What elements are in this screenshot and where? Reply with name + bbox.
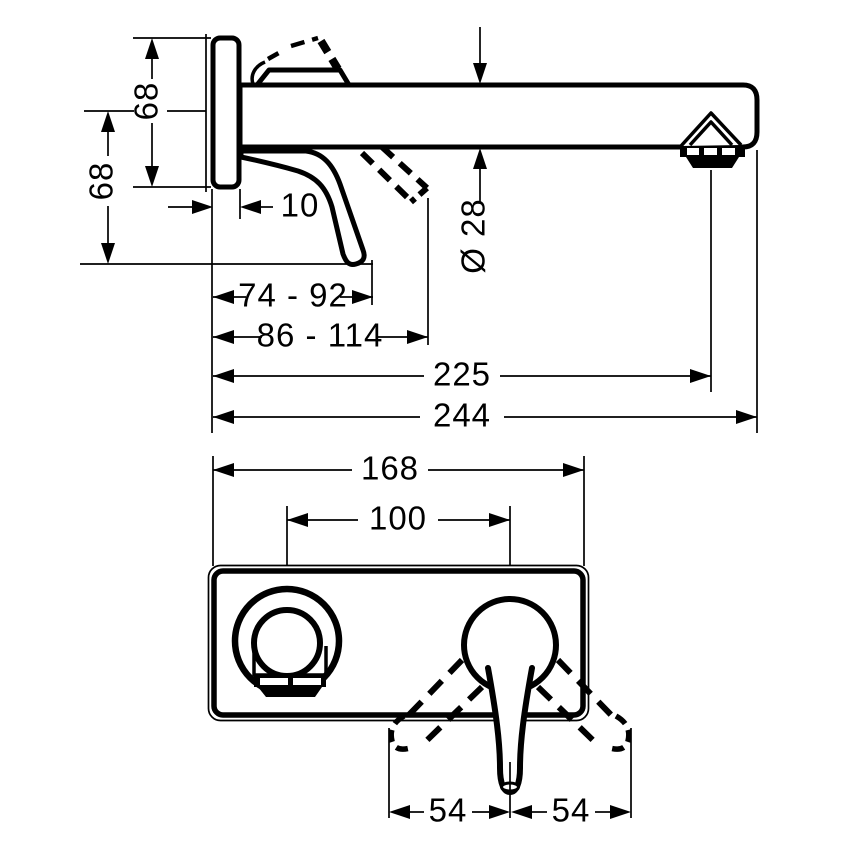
dim-plate-width: 168 — [212, 450, 585, 566]
dim-label-handle-reach-open: 86 - 114 — [257, 317, 384, 354]
handle-open-position-dashed — [359, 144, 430, 205]
dim-spout-diameter: Ø 28 — [455, 27, 492, 274]
dim-label-handle-swing-right: 54 — [552, 792, 591, 829]
handle-swing-dashed-right — [535, 657, 632, 752]
handle-base-top — [254, 67, 352, 88]
aerator-slot — [687, 148, 699, 155]
spout-outlet-aerator-bar — [254, 676, 326, 687]
spout-outlet-slot — [260, 678, 288, 685]
spout-outlet-front — [231, 585, 343, 697]
aerator-chevron-inner — [688, 120, 734, 147]
side-view — [205, 34, 760, 267]
dim-handle-height: 68 — [80, 110, 373, 265]
spout-outline — [237, 82, 760, 150]
dim-label-handle-swing-left: 54 — [429, 792, 468, 829]
spout-outlet-slot — [293, 678, 321, 685]
dim-label-aerator-projection: 225 — [433, 356, 491, 393]
handle-swing-dashed-left — [388, 657, 485, 752]
aerator-chevron-outer — [679, 111, 743, 148]
dim-plate-depth: 10 — [168, 187, 320, 224]
front-view: 168 100 — [207, 450, 632, 829]
aerator-outlet — [686, 157, 739, 168]
handle-stem-fill — [486, 666, 534, 793]
dim-label-spout-projection: 244 — [433, 397, 491, 434]
handle-base-curl — [250, 60, 266, 85]
dim-label-plate-depth: 10 — [281, 187, 320, 224]
dim-label-spout-diameter: Ø 28 — [455, 198, 492, 274]
dim-spout-projection: 244 — [213, 150, 758, 434]
handle-lever-side — [238, 148, 367, 267]
spout-outlet-inner-ring — [251, 607, 323, 679]
spout-outlet-base — [258, 687, 322, 697]
dim-label-handle-reach: 74 - 92 — [238, 277, 348, 314]
escutcheon-plate-side — [210, 35, 242, 190]
side-view-dimensions: 68 68 Ø 28 10 — [80, 27, 758, 434]
dim-plate-height: 68 — [128, 37, 211, 188]
handle-front — [461, 596, 559, 796]
dim-handle-swing: 54 54 — [388, 728, 632, 829]
dim-handle-reach-open: 86 - 114 — [213, 198, 429, 354]
dim-label-plate-width: 168 — [361, 450, 419, 487]
dim-label-handle-height: 68 — [83, 162, 120, 201]
dim-handle-reach: 74 - 92 — [213, 260, 373, 314]
dim-label-hole-spacing: 100 — [369, 500, 427, 537]
aerator-slot — [704, 148, 717, 155]
dim-hole-spacing: 100 — [286, 500, 511, 566]
handle-raised-position-dashed — [266, 35, 342, 72]
aerator-slot — [722, 148, 735, 155]
dim-label-plate-height: 68 — [128, 82, 165, 121]
dim-aerator-projection: 225 — [213, 170, 712, 393]
